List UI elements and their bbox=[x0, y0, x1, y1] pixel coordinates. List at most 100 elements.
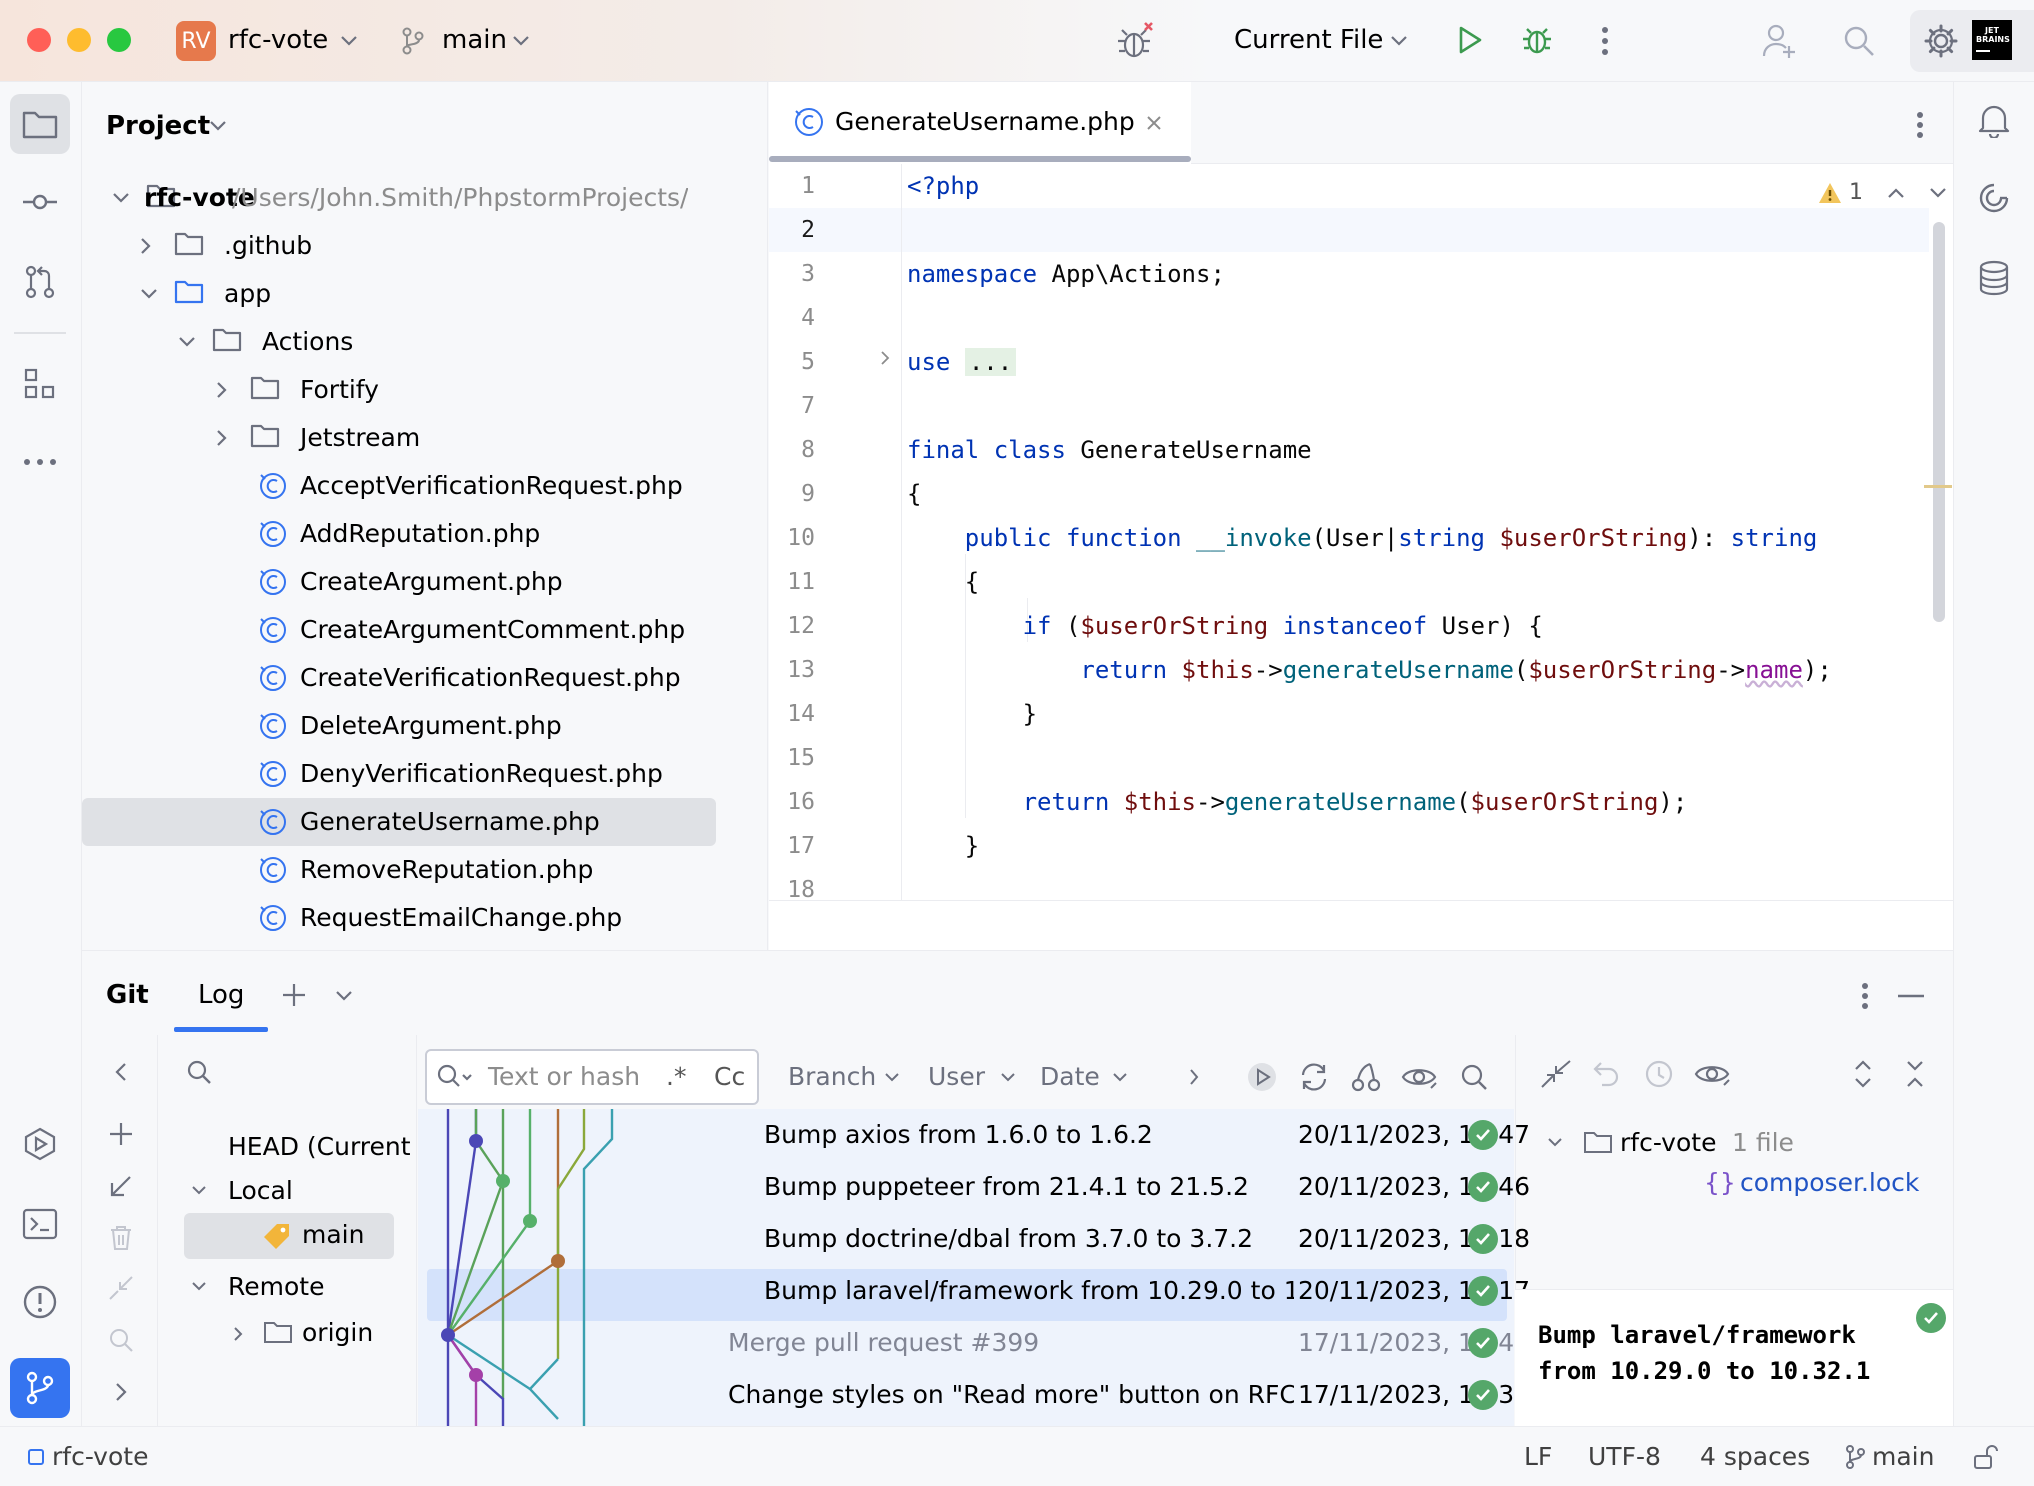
debug-bug-icon[interactable] bbox=[1112, 20, 1158, 62]
line-separator-widget[interactable]: LF bbox=[1524, 1442, 1553, 1471]
line-number[interactable]: 2 bbox=[801, 217, 815, 243]
branch-group-remote[interactable]: Remote bbox=[228, 1272, 325, 1301]
expand-all-icon[interactable] bbox=[1846, 1057, 1880, 1091]
more-vertical-icon[interactable] bbox=[1850, 979, 1880, 1013]
user-filter[interactable]: User bbox=[928, 1062, 985, 1091]
refresh-icon[interactable] bbox=[1296, 1059, 1332, 1095]
tree-file-generateusername[interactable]: GenerateUsername.php bbox=[82, 798, 768, 846]
check-success-icon[interactable] bbox=[1468, 1120, 1498, 1150]
project-selector[interactable]: rfc-vote bbox=[228, 25, 329, 55]
commit-message[interactable]: Bump doctrine/dbal from 3.7.0 to 3.7.2 bbox=[764, 1224, 1254, 1253]
delete-trash-icon[interactable] bbox=[106, 1223, 136, 1253]
commit-icon[interactable] bbox=[20, 182, 60, 222]
code-line-9[interactable]: { bbox=[907, 472, 921, 516]
close-window-button[interactable] bbox=[27, 28, 51, 52]
editor-scrollbar[interactable] bbox=[1933, 222, 1945, 622]
chevron-down-icon[interactable] bbox=[1925, 180, 1951, 206]
view-options-eye-icon[interactable] bbox=[1400, 1059, 1438, 1095]
code-line-3[interactable]: namespace App\Actions; bbox=[907, 252, 1225, 296]
chevron-down-icon[interactable] bbox=[112, 192, 132, 212]
date-filter[interactable]: Date bbox=[1040, 1062, 1100, 1091]
tree-file-createverificationrequest[interactable]: CreateVerificationRequest.php bbox=[82, 654, 768, 702]
status-branch-widget[interactable]: main bbox=[1872, 1442, 1935, 1471]
warning-stripe-marker[interactable] bbox=[1924, 485, 1952, 488]
more-vertical-icon[interactable] bbox=[1905, 108, 1935, 142]
line-number[interactable]: 10 bbox=[787, 525, 815, 551]
code-line-17[interactable]: } bbox=[907, 824, 979, 868]
code-line-13[interactable]: return $this->generateUsername($userOrSt… bbox=[907, 648, 1831, 692]
changed-file-composer-lock[interactable]: composer.lock bbox=[1740, 1168, 1920, 1197]
line-number[interactable]: 17 bbox=[787, 833, 815, 859]
tree-folder-jetstream[interactable]: Jetstream bbox=[82, 414, 768, 462]
history-clock-icon[interactable] bbox=[1642, 1057, 1676, 1091]
structure-icon[interactable] bbox=[20, 364, 60, 404]
branch-main[interactable]: main bbox=[302, 1220, 365, 1249]
lock-icon[interactable] bbox=[1970, 1443, 2000, 1471]
tree-folder-github[interactable]: .github bbox=[82, 222, 768, 270]
checkout-arrow-icon[interactable] bbox=[106, 1171, 136, 1201]
line-number[interactable]: 13 bbox=[787, 657, 815, 683]
chevron-right-icon[interactable] bbox=[228, 1323, 248, 1345]
indent-widget[interactable]: 4 spaces bbox=[1700, 1442, 1811, 1471]
status-project-name[interactable]: rfc-vote bbox=[52, 1442, 149, 1471]
line-number[interactable]: 14 bbox=[787, 701, 815, 727]
zoom-window-button[interactable] bbox=[107, 28, 131, 52]
compare-arrows-icon[interactable] bbox=[106, 1273, 136, 1303]
chevron-right-icon[interactable] bbox=[1182, 1065, 1206, 1089]
check-success-icon[interactable] bbox=[1468, 1328, 1498, 1358]
code-line-8[interactable]: final class GenerateUsername bbox=[907, 428, 1312, 472]
branch-filter[interactable]: Branch bbox=[788, 1062, 877, 1091]
project-tool-button[interactable] bbox=[10, 94, 70, 154]
tree-folder-actions[interactable]: Actions bbox=[82, 318, 768, 366]
editor-tab-active[interactable] bbox=[769, 82, 1191, 164]
debug-icon[interactable] bbox=[1518, 20, 1556, 60]
add-user-icon[interactable] bbox=[1760, 20, 1800, 62]
line-number[interactable]: 3 bbox=[801, 261, 815, 287]
line-number[interactable]: 9 bbox=[801, 481, 815, 507]
commit-message[interactable]: Bump laravel/framework from 10.29.0 to 1… bbox=[764, 1276, 1294, 1305]
code-line-1[interactable]: <?php bbox=[907, 164, 979, 208]
editor-tab-label[interactable]: GenerateUsername.php bbox=[835, 107, 1135, 136]
check-success-icon[interactable] bbox=[1468, 1276, 1498, 1306]
pull-requests-icon[interactable] bbox=[20, 262, 60, 302]
line-number[interactable]: 15 bbox=[787, 745, 815, 771]
minimize-panel-icon[interactable] bbox=[1894, 981, 1928, 1011]
check-success-icon[interactable] bbox=[1468, 1380, 1498, 1410]
branch-remote-origin[interactable]: origin bbox=[302, 1318, 374, 1347]
ai-assistant-icon[interactable] bbox=[1974, 178, 2014, 218]
tree-file-denyverificationrequest[interactable]: DenyVerificationRequest.php bbox=[82, 750, 768, 798]
chevron-right-icon[interactable] bbox=[140, 237, 160, 257]
line-number[interactable]: 7 bbox=[801, 393, 815, 419]
git-tool-button[interactable] bbox=[10, 1358, 70, 1418]
run-configuration-selector[interactable]: Current File bbox=[1234, 25, 1384, 55]
minimize-window-button[interactable] bbox=[67, 28, 91, 52]
search-icon[interactable] bbox=[1840, 22, 1878, 60]
run-play-icon[interactable] bbox=[1452, 22, 1488, 58]
code-line-14[interactable]: } bbox=[907, 692, 1037, 736]
database-icon[interactable] bbox=[1974, 258, 2014, 298]
cherry-pick-icon[interactable] bbox=[1348, 1059, 1384, 1095]
warning-triangle-icon[interactable] bbox=[1815, 178, 1845, 208]
line-number[interactable]: 1 bbox=[801, 173, 815, 199]
revert-icon[interactable] bbox=[1590, 1057, 1624, 1091]
chevron-down-icon[interactable] bbox=[206, 114, 230, 138]
close-tab-icon[interactable] bbox=[1141, 110, 1167, 136]
commit-message[interactable]: Change styles on "Read more" button on R… bbox=[728, 1380, 1294, 1409]
chevron-down-icon[interactable] bbox=[1544, 1131, 1566, 1153]
chevron-right-icon[interactable] bbox=[216, 429, 236, 449]
changed-root-folder[interactable]: rfc-vote bbox=[1620, 1128, 1717, 1157]
code-line-10[interactable]: public function __invoke(User|string $us… bbox=[907, 516, 1818, 560]
tree-folder-fortify[interactable]: Fortify bbox=[82, 366, 768, 414]
check-success-icon[interactable] bbox=[1468, 1224, 1498, 1254]
collapse-all-icon[interactable] bbox=[1898, 1057, 1932, 1091]
branch-group-local[interactable]: Local bbox=[228, 1176, 293, 1205]
chevron-down-icon[interactable] bbox=[140, 288, 160, 308]
branch-head[interactable]: HEAD (Current bbox=[228, 1132, 411, 1161]
tree-file-addreputation[interactable]: AddReputation.php bbox=[82, 510, 768, 558]
run-filter-icon[interactable] bbox=[1244, 1059, 1280, 1095]
code-line-5[interactable]: use ... bbox=[907, 340, 1017, 384]
more-horizontal-icon[interactable] bbox=[20, 442, 60, 482]
branch-selector[interactable]: main bbox=[442, 25, 507, 55]
search-icon[interactable] bbox=[106, 1325, 136, 1355]
tree-file-createargumentcomment[interactable]: CreateArgumentComment.php bbox=[82, 606, 768, 654]
